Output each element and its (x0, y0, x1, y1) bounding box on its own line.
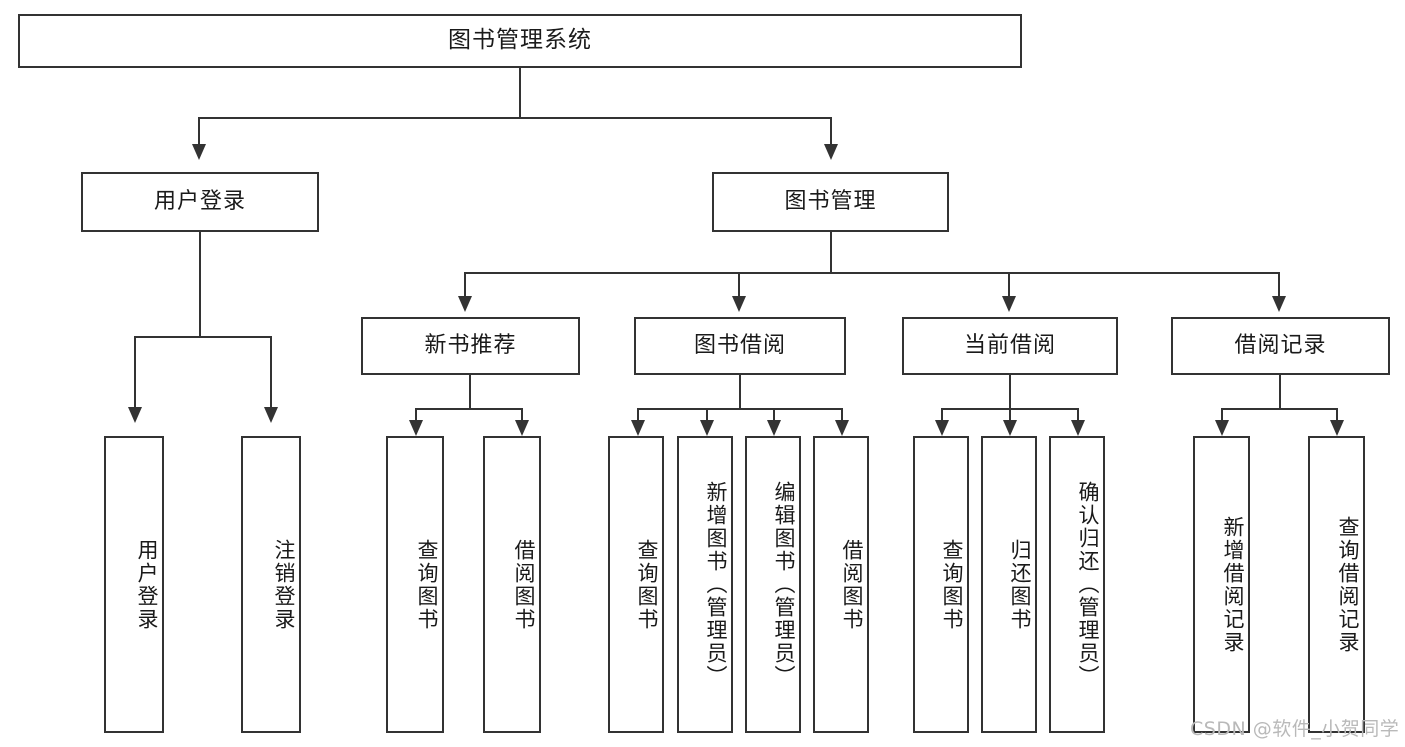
leaf-nbr-borrow-book[interactable]: 借阅图书 (483, 436, 541, 733)
edge-bm-to-new-book (464, 272, 466, 297)
edge-user-login-bus (134, 336, 272, 338)
arrowhead-user-login (192, 144, 206, 160)
arrowhead-br-add-record (1215, 420, 1229, 436)
edge-bb-bus (637, 408, 843, 410)
edge-bm-to-borrow-records (1278, 272, 1280, 297)
node-label: 借阅图书 (512, 538, 536, 631)
edge-cb-c3 (1077, 408, 1079, 422)
edge-user-login-stem (199, 232, 201, 337)
node-label: 确认归还（管理员） (1076, 481, 1100, 688)
node-label: 当前借阅 (963, 332, 1056, 358)
edge-cb-stem (1009, 375, 1011, 409)
leaf-cb-query-book[interactable]: 查询图书 (913, 436, 969, 733)
node-current-borrow[interactable]: 当前借阅 (902, 317, 1118, 375)
arrowhead-cb-return-book (1003, 420, 1017, 436)
node-label: 新增图书（管理员） (704, 481, 728, 688)
arrowhead-borrow-records (1272, 296, 1286, 312)
edge-br-stem (1279, 375, 1281, 409)
node-label: 图书管理系统 (448, 27, 592, 54)
edge-bb-stem (739, 375, 741, 409)
arrowhead-nbr-borrow-book (515, 420, 529, 436)
arrowhead-cb-confirm-return (1071, 420, 1085, 436)
node-label: 查询图书 (940, 538, 964, 631)
leaf-logout[interactable]: 注销登录 (241, 436, 301, 733)
leaf-cb-return-book[interactable]: 归还图书 (981, 436, 1037, 733)
arrowhead-br-query-record (1330, 420, 1344, 436)
edge-bm-to-book-borrow (738, 272, 740, 297)
node-user-login[interactable]: 用户登录 (81, 172, 319, 232)
edge-bb-c2 (706, 408, 708, 422)
leaf-cb-confirm-return[interactable]: 确认归还（管理员） (1049, 436, 1105, 733)
edge-user-login-right (270, 336, 272, 408)
node-book-management[interactable]: 图书管理 (712, 172, 949, 232)
edge-br-bus (1221, 408, 1338, 410)
node-label: 查询图书 (415, 538, 439, 631)
arrowhead-leaf-logout (264, 407, 278, 423)
edge-book-management-stem (830, 232, 832, 274)
node-root-book-management-system[interactable]: 图书管理系统 (18, 14, 1022, 68)
edge-bb-c3 (773, 408, 775, 422)
node-label: 图书管理 (784, 188, 877, 214)
node-new-book-recommend[interactable]: 新书推荐 (361, 317, 580, 375)
node-label: 用户登录 (153, 188, 246, 214)
arrowhead-cb-query-book (935, 420, 949, 436)
arrowhead-current-borrow (1002, 296, 1016, 312)
leaf-user-login[interactable]: 用户登录 (104, 436, 164, 733)
edge-book-management-bus (464, 272, 1279, 274)
leaf-br-query-record[interactable]: 查询借阅记录 (1308, 436, 1365, 733)
node-label: 查询图书 (635, 538, 659, 631)
edge-bm-to-current-borrow (1008, 272, 1010, 297)
leaf-bb-add-book[interactable]: 新增图书（管理员） (677, 436, 733, 733)
node-label: 用户登录 (135, 538, 159, 631)
edge-user-login-left (134, 336, 136, 408)
edge-nbr-stem (469, 375, 471, 409)
edge-nbr-left (415, 408, 417, 422)
arrowhead-book-management (824, 144, 838, 160)
node-label: 归还图书 (1008, 538, 1032, 631)
edge-br-right (1336, 408, 1338, 422)
edge-bb-c4 (841, 408, 843, 422)
edge-bb-c1 (637, 408, 639, 422)
leaf-br-add-record[interactable]: 新增借阅记录 (1193, 436, 1250, 733)
node-label: 新增借阅记录 (1221, 515, 1245, 654)
node-label: 图书借阅 (693, 332, 786, 358)
node-label: 借阅图书 (840, 538, 864, 631)
edge-cb-c1 (941, 408, 943, 422)
leaf-bb-borrow-book[interactable]: 借阅图书 (813, 436, 869, 733)
arrowhead-nbr-query-book (409, 420, 423, 436)
arrowhead-bb-query-book (631, 420, 645, 436)
edge-br-left (1221, 408, 1223, 422)
leaf-bb-edit-book[interactable]: 编辑图书（管理员） (745, 436, 801, 733)
node-label: 编辑图书（管理员） (772, 481, 796, 688)
edge-cb-c2 (1009, 408, 1011, 422)
leaf-nbr-query-book[interactable]: 查询图书 (386, 436, 444, 733)
edge-nbr-bus (415, 408, 523, 410)
arrowhead-book-borrow (732, 296, 746, 312)
arrowhead-bb-add-book (700, 420, 714, 436)
edge-root-to-book-management (830, 117, 832, 145)
node-label: 借阅记录 (1234, 332, 1327, 358)
csdn-watermark: CSDN @软件_小贺同学 (1190, 718, 1400, 740)
node-book-borrow[interactable]: 图书借阅 (634, 317, 846, 375)
arrowhead-bb-borrow-book (835, 420, 849, 436)
arrowhead-bb-edit-book (767, 420, 781, 436)
edge-root-to-user-login (198, 117, 200, 145)
edge-root-stem (519, 68, 521, 118)
leaf-bb-query-book[interactable]: 查询图书 (608, 436, 664, 733)
edge-root-bus (198, 117, 832, 119)
arrowhead-leaf-user-login (128, 407, 142, 423)
node-label: 查询借阅记录 (1336, 515, 1360, 654)
node-borrow-records[interactable]: 借阅记录 (1171, 317, 1390, 375)
arrowhead-new-book-recommend (458, 296, 472, 312)
node-label: 注销登录 (272, 538, 296, 631)
edge-nbr-right (521, 408, 523, 422)
node-label: 新书推荐 (424, 332, 517, 358)
